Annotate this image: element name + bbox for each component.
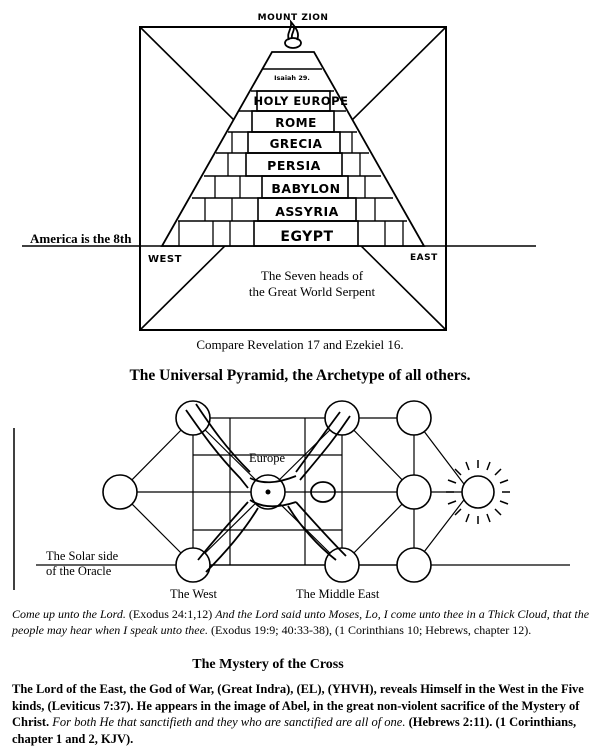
flame-icon <box>284 19 302 49</box>
pyramid-frame <box>139 26 447 331</box>
circle-bottom-left <box>175 547 211 583</box>
serpent-label-line2: the Great World Serpent <box>249 284 376 299</box>
west-label-lower: The West <box>170 587 218 601</box>
tier-label-persia: PERSIA <box>267 158 321 173</box>
circle-bottom-middle <box>324 547 360 583</box>
tier-blocks <box>245 90 359 247</box>
mystery-title: The Mystery of the Cross <box>192 657 344 672</box>
brick-joints <box>178 132 404 246</box>
solar-side-label: The Solar side of the Oracle <box>46 549 118 579</box>
sun-icon <box>446 460 510 524</box>
p2-ref-a: (Hebrews 2:11). <box>405 715 493 729</box>
circle-top-left <box>175 400 211 436</box>
tier-label-rome: ROME <box>275 116 317 130</box>
p1-italic-b: And the Lord said unto Moses, Lo, I come… <box>12 607 590 637</box>
cross-diagram <box>13 400 570 590</box>
crucified-figure <box>185 403 351 573</box>
p2-ref-b: (1 Corinthians, chapter 1 and 2, KJV). <box>12 715 577 746</box>
serpent-label-line1: The Seven heads of <box>261 268 364 283</box>
tier-label-holy-europe: HOLY EUROPE <box>254 94 349 108</box>
tier-label-egypt: EGYPT <box>280 229 333 245</box>
west-label: WEST <box>148 254 182 265</box>
pyramid-diagram: MOUNT ZION Isaiah 29. HOLY EUROPE ROME G… <box>22 13 536 331</box>
east-label: EAST <box>410 253 438 263</box>
tier-label-babylon: BABYLON <box>271 181 340 196</box>
scripture-paragraph-2: The Lord of the East, the God of War, (G… <box>12 681 597 747</box>
p1-italic-a: Come up unto the Lord. <box>12 607 126 621</box>
circle-top-middle <box>324 400 360 436</box>
center-dot <box>265 489 271 495</box>
pyramid-caption: Compare Revelation 17 and Ezekiel 16. <box>196 337 404 352</box>
america-label: America is the 8th <box>30 231 132 246</box>
europe-label: Europe <box>249 451 286 465</box>
circle-top-right <box>396 400 432 436</box>
scripture-paragraph-1: Come up unto the Lord. (Exodus 24:1,12) … <box>12 606 597 638</box>
pyramid-title: The Universal Pyramid, the Archetype of … <box>129 367 471 384</box>
mount-zion-label: MOUNT ZION <box>258 13 329 23</box>
middle-east-label: The Middle East <box>296 587 380 601</box>
capstone-label: Isaiah 29. <box>274 74 310 82</box>
p2-italic: For both He that sanctifieth and they wh… <box>49 715 406 729</box>
solar-side-line1: The Solar side <box>46 549 119 563</box>
circle-mid-right <box>396 474 432 510</box>
p2-bold-a: The Lord of the East, the God of War, (G… <box>12 682 584 729</box>
tier-label-assyria: ASSYRIA <box>275 204 339 219</box>
oracle-circles <box>102 400 432 583</box>
p1-ref-a: (Exodus 24:1,12) <box>125 607 216 621</box>
tier-label-grecia: GRECIA <box>270 137 323 151</box>
solar-side-line2: of the Oracle <box>46 564 112 578</box>
p1-ref-b: (Exodus 19:9; 40:33-38), (1 Corinthians … <box>207 623 532 637</box>
circle-left <box>102 474 138 510</box>
circle-bottom-right <box>396 547 432 583</box>
